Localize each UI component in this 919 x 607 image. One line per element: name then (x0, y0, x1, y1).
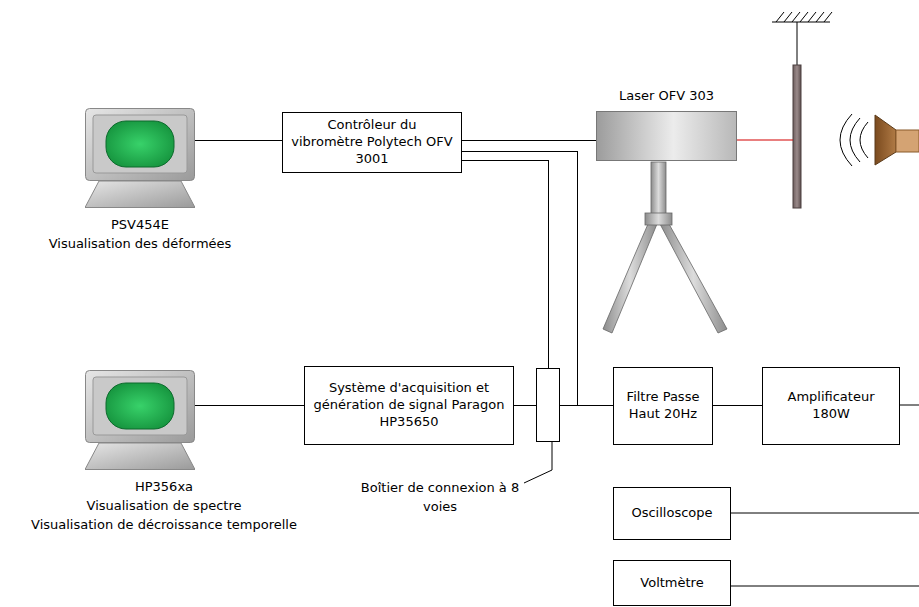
box-label: Oscilloscope (631, 505, 712, 522)
box-label: Filtre Passe Haut 20Hz (622, 389, 704, 423)
connection-box: Boîtier de connexion à 8 voies (536, 368, 560, 442)
connector-line (514, 405, 536, 406)
connector-line (462, 160, 548, 368)
node-label: Visualisation de spectre (6, 497, 322, 516)
tripod (603, 162, 727, 333)
node-label: Boîtier de connexion à 8 voies (355, 479, 525, 517)
node-label: Visualisation de décroissance temporelle (6, 516, 322, 535)
output-wire (731, 513, 919, 514)
connector-line (195, 140, 282, 141)
leader-line (524, 442, 552, 483)
loudspeaker-cone (875, 115, 896, 165)
node-label: HP356xa (6, 478, 322, 497)
process-box: Oscilloscope (613, 487, 731, 540)
output-wire (900, 405, 919, 406)
laser-head: Laser OFV 303 (596, 88, 737, 161)
node-label: Laser OFV 303 (596, 88, 737, 105)
laser-beam (737, 139, 793, 140)
laptop-icon (85, 108, 195, 208)
computer-station: PSV454EVisualisation des déformées (40, 108, 240, 254)
process-box: Contrôleur du vibromètre Polytech OFV 30… (282, 112, 462, 173)
loudspeaker-body (896, 130, 919, 152)
output-wire (731, 586, 919, 587)
process-box: Voltmètre (613, 560, 731, 606)
laser-body (596, 111, 737, 161)
ground-symbol (772, 12, 832, 65)
connector-line (195, 405, 304, 406)
box-label: Système d'acquisition et génération de s… (313, 380, 505, 431)
computer-station: HP356xaVisualisation de spectreVisualisa… (6, 370, 322, 535)
connector-line (560, 405, 613, 406)
node-label: Visualisation des déformées (40, 235, 240, 254)
node-label: PSV454E (40, 216, 240, 235)
box-label: Amplificateur 180W (771, 389, 891, 423)
sound-waves (840, 114, 868, 166)
test-plate (793, 65, 801, 208)
laptop-icon (85, 370, 195, 470)
process-box: Amplificateur 180W (762, 367, 900, 445)
connector-line (713, 405, 762, 406)
process-box: Filtre Passe Haut 20Hz (613, 367, 713, 445)
process-box: Système d'acquisition et génération de s… (304, 366, 514, 445)
connector-line (462, 140, 596, 141)
box-label: Voltmètre (640, 575, 703, 592)
box-label: Contrôleur du vibromètre Polytech OFV 30… (291, 117, 453, 168)
